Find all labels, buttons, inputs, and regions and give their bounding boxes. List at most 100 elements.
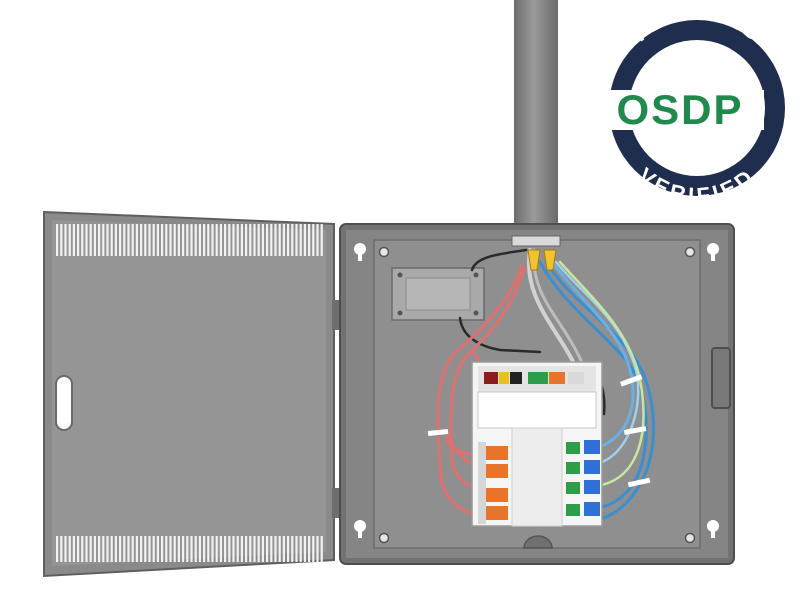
- screws: [378, 246, 696, 544]
- vent-slot: [186, 536, 189, 562]
- vent-slot: [102, 536, 105, 562]
- door-handle: [55, 375, 73, 431]
- conduit-pole: [514, 0, 558, 238]
- vent-slot: [85, 224, 88, 256]
- vent-slot: [215, 224, 218, 256]
- door-hinge-bottom: [332, 488, 342, 518]
- vent-slot: [198, 536, 201, 562]
- vent-slot: [232, 536, 235, 562]
- vent-slot: [173, 536, 176, 562]
- vent-slot: [240, 224, 243, 256]
- bottom-knockout: [523, 535, 553, 549]
- vent-slot: [106, 536, 109, 562]
- vent-slot: [169, 536, 172, 562]
- vent-slot: [270, 224, 273, 256]
- vent-slot: [119, 536, 122, 562]
- vent-slot: [312, 224, 315, 256]
- vent-slot: [60, 536, 63, 562]
- vent-slot: [156, 224, 159, 256]
- vent-slot: [56, 536, 59, 562]
- vent-slot: [89, 224, 92, 256]
- vent-slot: [161, 536, 164, 562]
- vent-slot: [156, 536, 159, 562]
- power-module: [391, 267, 485, 321]
- vent-slot: [77, 224, 80, 256]
- vent-slot: [287, 224, 290, 256]
- vent-slot: [211, 224, 214, 256]
- vent-slot: [114, 536, 117, 562]
- door-vent-top: [56, 224, 323, 256]
- vent-slot: [299, 536, 302, 562]
- vent-slot: [312, 536, 315, 562]
- vent-slot: [249, 536, 252, 562]
- blue-terminal-blocks: [584, 440, 600, 516]
- vent-slot: [224, 536, 227, 562]
- vent-slot: [253, 536, 256, 562]
- vent-slot: [60, 224, 63, 256]
- vent-slot: [203, 224, 206, 256]
- vent-slot: [287, 536, 290, 562]
- vent-slot: [135, 224, 138, 256]
- vent-slot: [295, 224, 298, 256]
- vent-slot: [278, 536, 281, 562]
- top-cable-gland: [511, 235, 561, 247]
- vent-slot: [282, 536, 285, 562]
- badge-main-text: OSDP: [616, 86, 743, 133]
- vent-slot: [81, 224, 84, 256]
- vent-slot: [228, 536, 231, 562]
- vent-slot: [123, 536, 126, 562]
- vent-slot: [266, 536, 269, 562]
- vent-slot: [232, 224, 235, 256]
- door-hinge-top: [332, 300, 342, 330]
- vent-slot: [161, 224, 164, 256]
- vent-slot: [165, 224, 168, 256]
- vent-slot: [140, 536, 143, 562]
- vent-slot: [240, 536, 243, 562]
- vent-slot: [81, 536, 84, 562]
- vent-slot: [119, 224, 122, 256]
- vent-slot: [98, 224, 101, 256]
- vent-slot: [261, 224, 264, 256]
- vent-slot: [257, 224, 260, 256]
- vent-slot: [274, 536, 277, 562]
- vent-slot: [77, 536, 80, 562]
- left-terminal-blocks: [478, 442, 508, 524]
- vent-slot: [148, 224, 151, 256]
- vent-slot: [299, 224, 302, 256]
- vent-slot: [93, 224, 96, 256]
- vent-slot: [266, 224, 269, 256]
- vent-slot: [219, 536, 222, 562]
- vent-slot: [165, 536, 168, 562]
- vent-slot: [270, 536, 273, 562]
- vent-slot: [190, 536, 193, 562]
- vent-slot: [295, 536, 298, 562]
- right-terminal-blocks: [566, 442, 580, 516]
- vent-slot: [249, 224, 252, 256]
- vent-slot: [291, 536, 294, 562]
- vent-slot: [194, 536, 197, 562]
- vent-slot: [110, 536, 113, 562]
- vent-slot: [224, 224, 227, 256]
- vent-slot: [278, 224, 281, 256]
- vent-slot: [144, 536, 147, 562]
- vent-slot: [257, 536, 260, 562]
- vent-slot: [228, 224, 231, 256]
- vent-slot: [72, 224, 75, 256]
- vent-slot: [207, 536, 210, 562]
- vent-slot: [173, 224, 176, 256]
- vent-slot: [291, 224, 294, 256]
- vent-slot: [56, 224, 59, 256]
- vent-slot: [102, 224, 105, 256]
- wire-nuts: [527, 249, 557, 271]
- vent-slot: [152, 224, 155, 256]
- vent-slot: [177, 536, 180, 562]
- vent-slot: [140, 224, 143, 256]
- vent-slot: [219, 224, 222, 256]
- vent-slot: [93, 536, 96, 562]
- vent-slot: [245, 536, 248, 562]
- vent-slot: [203, 536, 206, 562]
- vent-slot: [190, 224, 193, 256]
- enclosure-door: [43, 210, 342, 578]
- vent-slot: [211, 536, 214, 562]
- vent-slot: [131, 224, 134, 256]
